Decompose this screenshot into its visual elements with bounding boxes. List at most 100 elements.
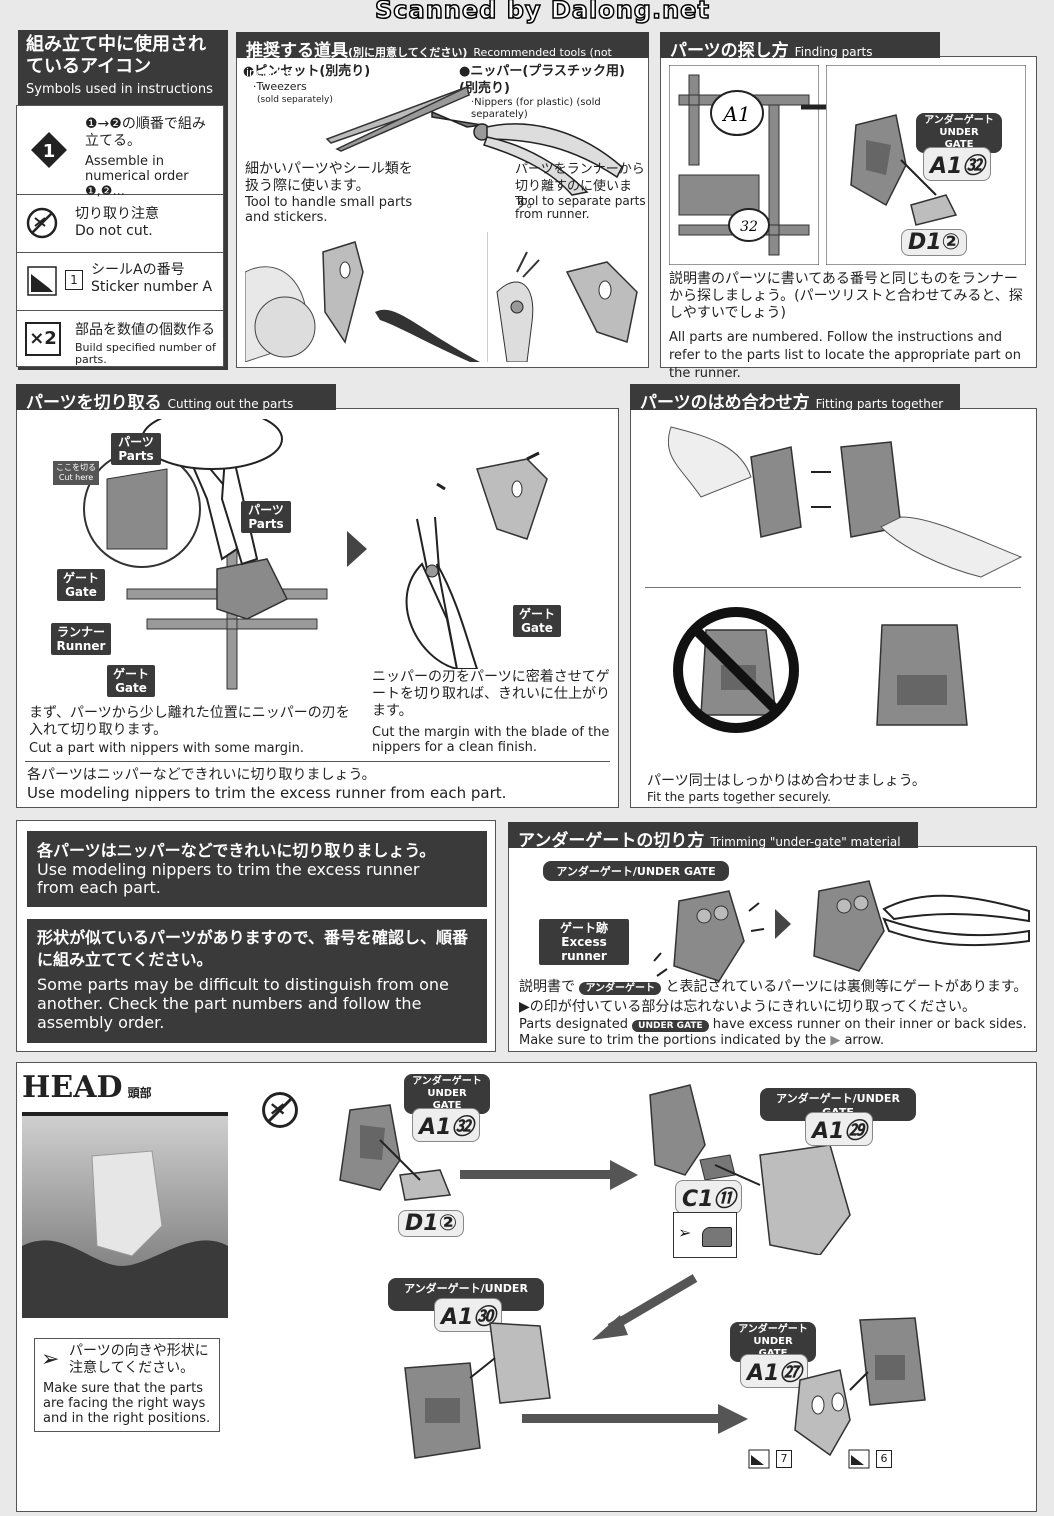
symbol-times-two-en: Build specified number of parts. (75, 341, 216, 366)
scan-credit: Scanned by Dalong.net (374, 0, 710, 25)
head-ug-en-4: UNDER GATE (753, 1336, 793, 1359)
note-2-jp: 形状が似ているパーツがありますので、番号を確認し、順番に組み立ててください。 (37, 928, 469, 969)
fitting-illustration (667, 426, 1023, 578)
symbols-title: 組み立て中に使用されているアイコン (26, 34, 206, 77)
cut-here-label: ここを切る Cut here (53, 461, 99, 485)
finding-part-d: D1② (901, 229, 968, 256)
head-ug-combo-2: アンダーゲート/UNDER GATE (760, 1088, 916, 1121)
fitting-wrong-illustration (673, 607, 799, 733)
tweezers-desc-jp: 細かいパーツやシール類を扱う際に使います。 (245, 161, 413, 194)
do-not-cut-icon (26, 207, 58, 239)
cutting-step2-en: Cut the margin with the blade of the nip… (372, 725, 610, 755)
nippers-illustration (431, 110, 623, 196)
note-1-box: 各パーツはニッパーなどできれいに切り取りましょう。 Use modeling n… (27, 831, 487, 907)
head-ug-jp-1: アンダーゲート (412, 1076, 482, 1087)
head-arrow-3 (522, 1404, 748, 1434)
finding-title-en: Finding parts (794, 45, 873, 59)
finding-desc-jp: 説明書のパーツに書いてある番号と同じものをランナーから探しましょう。(パーツリス… (669, 271, 1023, 321)
sticker-icon (27, 266, 57, 296)
tools-title-en: Recommended tools (not included) (246, 46, 612, 79)
nippers-en: ·Nippers (for plastic) (sold separately) (471, 97, 601, 120)
head-part-a129: A1㉙ (805, 1112, 874, 1146)
finding-title-jp: パーツの探し方 (670, 41, 789, 61)
nippers-title: ●ニッパー(プラスチック用)(別売り) (459, 64, 625, 96)
symbols-subtitle: Symbols used in instructions (26, 82, 213, 97)
excess-runner-label: ゲート跡 Excess runner (539, 919, 629, 965)
head-preview-image (22, 1116, 228, 1318)
undergate-title-en: Trimming "under-gate" material (710, 835, 901, 849)
finding-part-a: A1㉜ (923, 147, 992, 181)
head-part-a127: A1㉗ (740, 1354, 809, 1388)
head-arrow-2 (592, 1274, 698, 1340)
symbol-times-two-jp: 部品を数値の個数作る (75, 322, 215, 338)
parts-label-1: パーツ Parts (111, 433, 161, 465)
cutting-step1-en: Cut a part with nippers with some margin… (29, 741, 304, 756)
symbol-sticker-jp: シールAの番号 (91, 262, 185, 278)
tools-title-jp: 推奨する道具 (246, 41, 348, 61)
note-2-box: 形状が似ているパーツがありますので、番号を確認し、順番に組み立ててください。 S… (27, 919, 487, 1043)
undergate-desc-en-line2: Make sure to trim the portions indicated… (519, 1033, 1039, 1048)
symbol-do-not-cut-jp: 切り取り注意 (75, 206, 159, 222)
nippers-desc-jp: パーツをランナーから切り離すのに使います。 (515, 162, 645, 211)
cutting-section: ここを切る Cut here パーツ Parts パーツ Parts ゲート G… (16, 408, 619, 808)
undergate-inline-badge-en: UNDER GATE (632, 1020, 709, 1032)
tools-title-note: (別に用意してください) (348, 46, 468, 59)
detail-part-shape (702, 1227, 732, 1247)
undergate-section: アンダーゲート/UNDER GATE ゲート跡 Excess runner 説明… (508, 846, 1037, 1052)
tools-header: 推奨する道具(別に用意してください)Recommended tools (not… (236, 32, 649, 79)
cutting-footer-jp: 各パーツはニッパーなどできれいに切り取りましょう。 (27, 767, 376, 783)
undergate-desc-en-line1: Parts designated UNDER GATE have excess … (519, 1017, 1039, 1032)
head-part-a132: A1㉜ (412, 1108, 481, 1142)
do-not-cut-icon-head (262, 1092, 298, 1128)
head-step2-illustration (649, 1084, 851, 1255)
direction-arrow-icon: ➢ (41, 1347, 60, 1372)
symbol-row-times-two: ×2 部品を数値の個数作る Build specified number of … (17, 310, 223, 366)
symbol-do-not-cut-en: Do not cut. (75, 223, 153, 239)
head-part-a130: A1㉚ (434, 1298, 503, 1332)
tweezers-note: (sold separately) (257, 95, 333, 105)
sticker-icon-7 (748, 1449, 770, 1469)
cutting-step-arrow (347, 531, 367, 567)
symbol-row-do-not-cut: 切り取り注意 Do not cut. (17, 194, 223, 253)
fitting-divider (645, 587, 1021, 588)
undergate-desc-en-4: arrow. (844, 1033, 885, 1048)
head-title-bar: HEAD 頭部 (22, 1070, 228, 1116)
svg-text:1: 1 (43, 141, 56, 162)
cutting-step2-jp: ニッパーの刃をパーツに密着させてゲートを切り取れば、きれいに仕上がります。 (372, 669, 610, 719)
gate-label-3: ゲート Gate (513, 605, 561, 637)
cutting-step1-jp: まず、パーツから少し離れた位置にニッパーの刃を入れて切り取ります。 (29, 705, 350, 738)
undergate-desc-jp-line1: 説明書で アンダーゲート と表記されているパーツには裏側等にゲートがあります。 (519, 979, 1039, 996)
undergate-title-jp: アンダーゲートの切り方 (518, 831, 705, 851)
sticker-number-7: 7 (776, 1450, 792, 1468)
head-step3-illustration (404, 1322, 551, 1459)
fitting-title-jp: パーツのはめ合わせ方 (640, 393, 810, 413)
tweezers-title: ●ピンセット(別売り) (243, 64, 371, 79)
head-part-d12: D1② (398, 1210, 465, 1237)
notes-section: 各パーツはニッパーなどできれいに切り取りましょう。 Use modeling n… (16, 820, 496, 1052)
undergate-desc-jp-1: 説明書で (519, 979, 575, 995)
symbol-row-number: 1 ❶→❷の順番で組み立てる。 Assemble in numerical or… (17, 106, 223, 199)
runner-label: ランナー Runner (51, 623, 111, 655)
undergate-desc-en-2: have excess runner on their inner or bac… (712, 1017, 1027, 1032)
cutting-footer-en: Use modeling nippers to trim the excess … (27, 784, 507, 802)
cutting-divider (25, 761, 610, 762)
finding-section: A1 32 アンダーゲート UNDER GATE A1㉜ D1② 説明書のパーツ… (660, 56, 1037, 381)
sticker-number-badge: 1 (65, 270, 83, 290)
tools-section: ●ピンセット(別売り) ·Tweezers (sold separately) … (236, 56, 649, 368)
undergate-desc-en-1: Parts designated (519, 1017, 629, 1032)
symbol-sticker-en: Sticker number A (91, 279, 213, 295)
head-title-jp: 頭部 (127, 1086, 152, 1100)
runner-illustration: A1 32 (669, 65, 819, 265)
symbol-row-sticker: 1 シールAの番号 Sticker number A (17, 252, 223, 311)
detail-arrow-icon: ➢ (678, 1223, 692, 1242)
nippers-desc-en: Tool to separate parts from runner. (515, 194, 646, 221)
number-1-icon: 1 (31, 132, 67, 168)
head-ug-combo-3: アンダーゲート/UNDER GATE (388, 1278, 544, 1311)
head-arrow-1 (460, 1160, 638, 1190)
cutting-title-jp: パーツを切り取る (26, 393, 162, 413)
sticker-icon-6 (848, 1449, 870, 1469)
undergate-inline-badge: アンダーゲート (579, 982, 662, 995)
undergate-label: アンダーゲート/UNDER GATE (543, 861, 729, 881)
